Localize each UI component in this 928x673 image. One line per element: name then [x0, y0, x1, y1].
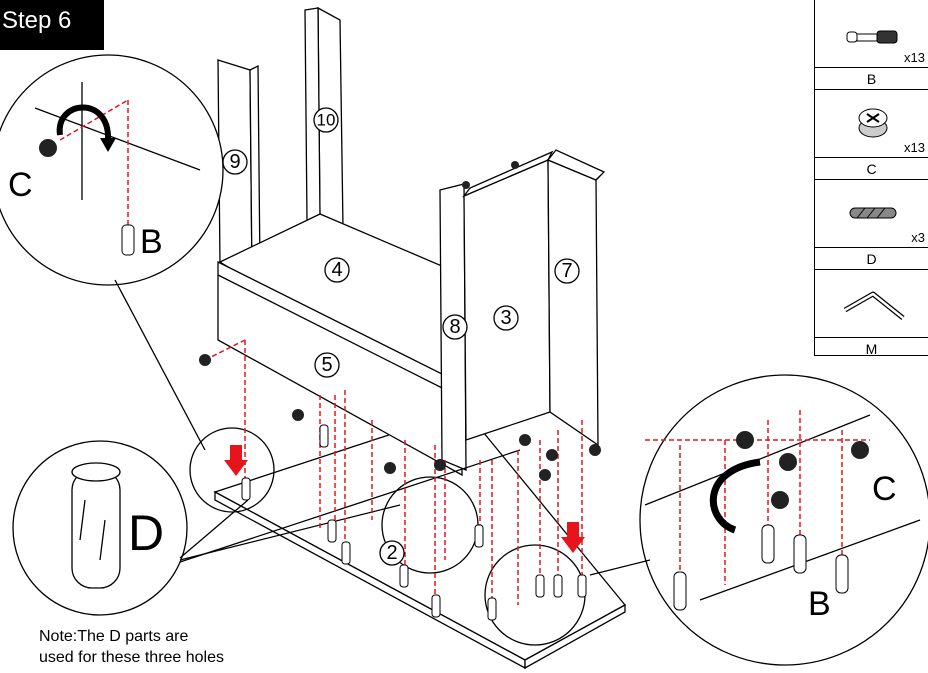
panel-label-9: 9: [229, 151, 240, 173]
part-id-c: C: [866, 161, 877, 177]
callout-left-c: C: [8, 166, 33, 204]
panel-label-8: 8: [449, 316, 460, 338]
part-qty-b: x13: [904, 50, 925, 65]
callout-dowel-d: D: [128, 505, 164, 561]
part-label-cell-c: C: [815, 158, 928, 180]
panel-5: [217, 260, 463, 477]
part-label-cell-m: M: [815, 338, 928, 360]
panel-label-7: 7: [561, 260, 572, 282]
insert-arrows: [224, 445, 585, 553]
callout-right-b: B: [808, 585, 831, 623]
allen-key-icon: [843, 291, 905, 320]
note-line-2: used for these three holes: [39, 649, 225, 666]
panel-label-3: 3: [500, 307, 511, 329]
step-label: Step 6: [2, 7, 72, 34]
part-id-d: D: [866, 251, 877, 267]
rotate-arrow-icon: [56, 104, 112, 141]
part-row-b: x13: [815, 0, 928, 68]
panel-label-4: 4: [331, 259, 342, 281]
zoom-circle-left: [0, 54, 224, 286]
part-label-cell-b: B: [815, 68, 928, 90]
part-id-b: B: [866, 71, 877, 87]
callout-left-b: B: [140, 223, 163, 261]
panel-7: [547, 159, 599, 447]
cam-lock-icon: [858, 108, 888, 138]
part-qty-c: x13: [904, 140, 925, 155]
panel-3: [463, 159, 551, 441]
part-row-d: x3: [815, 180, 928, 248]
panel-label-5: 5: [321, 354, 332, 376]
step-badge: Step 6: [0, 0, 104, 50]
part-row-m: [815, 270, 928, 338]
panel-label-10: 10: [317, 111, 336, 130]
part-qty-d: x3: [911, 230, 925, 245]
parts-table: x13 B x13 C x3 D M: [814, 0, 928, 357]
zoom-circle-right: [639, 374, 928, 666]
callout-right-c: C: [872, 470, 897, 508]
cam-bolt-icon: [846, 30, 898, 44]
part-id-m: M: [865, 341, 878, 357]
part-label-cell-d: D: [815, 248, 928, 270]
panel-label-2: 2: [386, 542, 397, 564]
part-row-c: x13: [815, 90, 928, 158]
wood-dowel-icon: [849, 207, 897, 219]
note-text: Note:The D parts are used for these thre…: [39, 626, 224, 668]
note-line-1: Note:The D parts are: [39, 628, 189, 645]
